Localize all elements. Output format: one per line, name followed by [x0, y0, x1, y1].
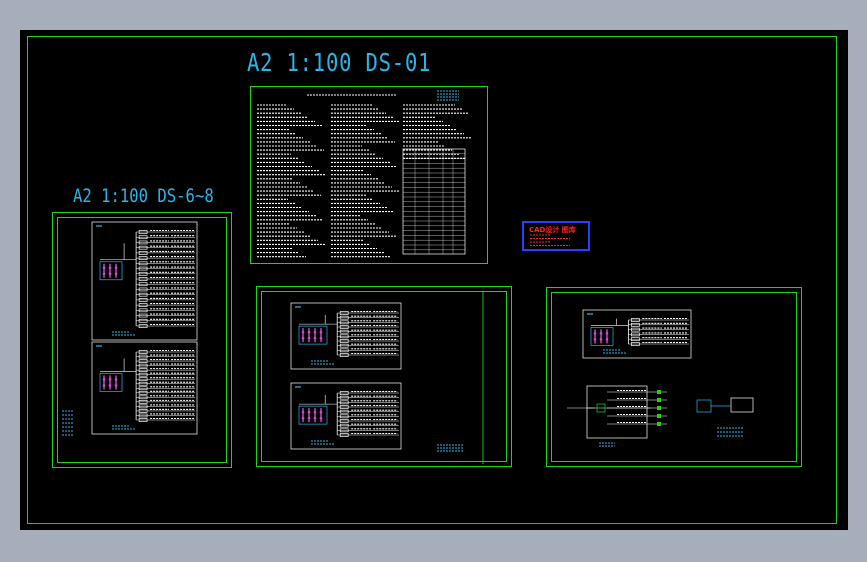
- title-stamp: CAD设计 图库: [522, 221, 590, 251]
- stamp-title: CAD设计 图库: [529, 226, 576, 234]
- panel-schedule-left: [62, 221, 198, 436]
- sheet-right-panels[interactable]: [546, 287, 802, 467]
- sheet-ds01-notes[interactable]: [250, 86, 488, 264]
- design-notes-text: [257, 90, 471, 258]
- panel-schedule-middle: [290, 291, 484, 464]
- sheet-right-inner-border: [551, 292, 797, 462]
- sheet-middle-panels[interactable]: [256, 286, 512, 467]
- drawing-border-frame: [27, 36, 837, 524]
- sheet-title-ds01: A2 1:100 DS-01: [247, 48, 432, 77]
- sheet-ds6-8-inner-border: [57, 217, 227, 463]
- sheet-ds6-8[interactable]: [52, 212, 232, 468]
- sheet-title-ds6-8: A2 1:100 DS-6~8: [73, 185, 214, 207]
- panel-schedule-right: [567, 309, 754, 447]
- sheet-middle-inner-border: [261, 291, 507, 462]
- stamp-details: [530, 234, 570, 247]
